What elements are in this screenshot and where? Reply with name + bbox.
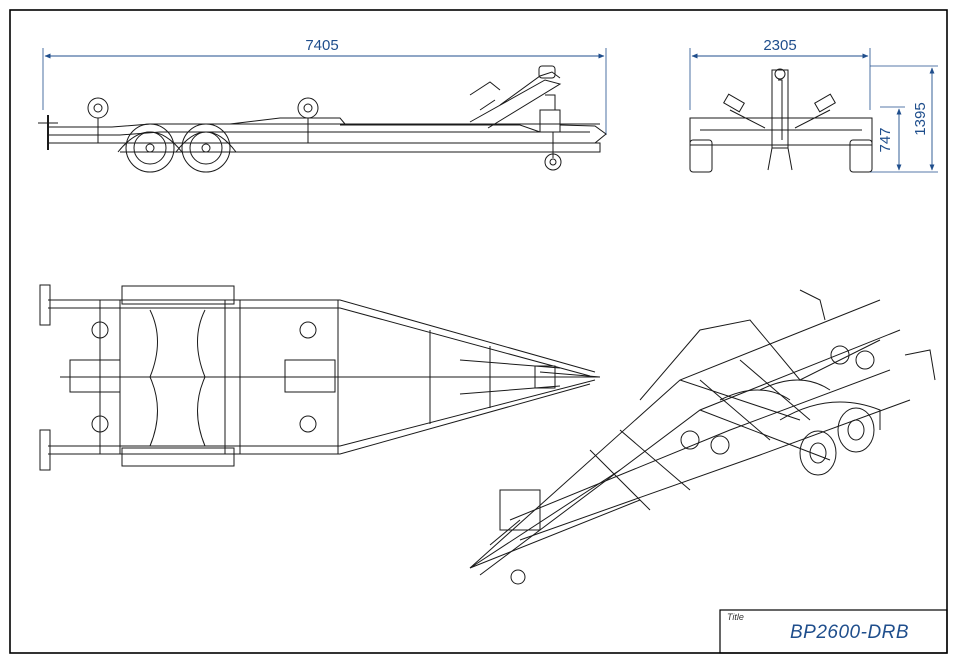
width-dimension <box>689 48 871 110</box>
roller-icon <box>680 430 730 455</box>
winch-icon <box>534 365 556 389</box>
roller-icon <box>830 345 875 370</box>
length-dim-label: 7405 <box>305 37 338 54</box>
front-view <box>689 48 938 173</box>
length-dimension <box>42 48 607 135</box>
title-label: Title <box>727 612 744 622</box>
title-block <box>719 609 948 654</box>
jockey-wheel-icon <box>544 153 562 171</box>
top-view <box>39 284 601 471</box>
wheel-icon <box>799 430 837 476</box>
sheet-border <box>9 9 948 654</box>
roller-icon <box>299 321 317 433</box>
roller-icon <box>87 97 109 143</box>
roller-icon <box>91 321 109 433</box>
jockey-wheel-icon <box>510 569 526 585</box>
isometric-view <box>469 289 936 576</box>
winch-icon <box>538 65 556 79</box>
mid-height-dim-label: 747 <box>877 127 894 152</box>
wheel-icon <box>181 123 231 173</box>
height-dim-label: 1395 <box>912 102 929 135</box>
height-dimension <box>870 65 938 173</box>
wheel-icon <box>125 123 175 173</box>
width-dim-label: 2305 <box>763 37 796 54</box>
side-view <box>38 48 607 158</box>
roller-icon <box>297 97 319 143</box>
wheel-icon <box>837 407 875 453</box>
title-value: BP2600-DRB <box>790 622 910 643</box>
